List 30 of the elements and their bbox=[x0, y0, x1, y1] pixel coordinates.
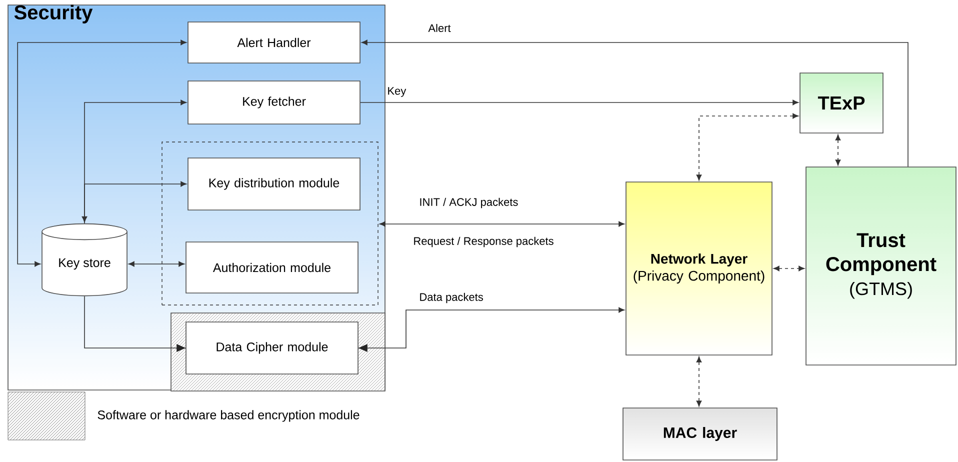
arrow bbox=[361, 40, 908, 167]
component-box: Network Layer (Privacy Component) bbox=[626, 182, 772, 356]
layer-box: MAC layer bbox=[622, 408, 778, 460]
arrow bbox=[358, 307, 625, 352]
edge-label: Key bbox=[386, 86, 408, 98]
arrow bbox=[84, 181, 187, 224]
dashed-group-box bbox=[162, 142, 378, 306]
edge-label: INIT / ACKJ packets bbox=[418, 196, 520, 210]
module-box: Alert Handler bbox=[188, 22, 360, 64]
arrow bbox=[17, 40, 187, 267]
arrow bbox=[128, 261, 185, 267]
component-box: Trust Component (GTMS) bbox=[806, 166, 956, 366]
module-box: Key fetcher bbox=[188, 80, 360, 124]
arrow bbox=[379, 221, 625, 227]
legend-text: Software or hardware based encryption module bbox=[98, 410, 360, 422]
arrow bbox=[84, 296, 186, 352]
arrow bbox=[696, 356, 702, 407]
key-store-cylinder: Key store bbox=[42, 223, 128, 296]
packet-note: Request / Response packets bbox=[412, 236, 555, 248]
edge-label: Alert bbox=[427, 22, 452, 34]
arrow bbox=[696, 113, 799, 181]
arrow bbox=[773, 266, 805, 272]
arrow bbox=[360, 100, 799, 106]
module-box: Authorization module bbox=[186, 242, 358, 294]
component-box: TExP bbox=[800, 72, 884, 134]
arrow bbox=[835, 134, 841, 166]
module-box: Key distribution module bbox=[188, 158, 360, 210]
arrow bbox=[82, 100, 187, 222]
module-box: Data Cipher module bbox=[186, 322, 358, 374]
edge-label: Data packets bbox=[418, 292, 484, 304]
